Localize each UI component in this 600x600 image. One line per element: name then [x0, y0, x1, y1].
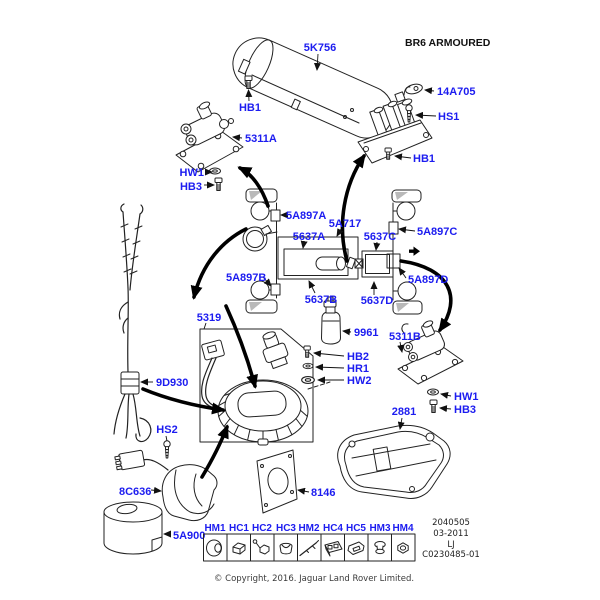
block-clip-icon — [324, 541, 343, 557]
bottle-9961-drawing — [321, 296, 341, 345]
screw-hs2-drawing — [163, 440, 171, 459]
callout-hw1-rear[interactable]: HW1 — [454, 391, 478, 403]
strip-label-hc3[interactable]: HC3 — [276, 523, 296, 534]
cap-clip-icon — [279, 542, 293, 555]
callout-5637a[interactable]: 5637A — [293, 231, 325, 243]
mount-5a897b-drawing — [270, 283, 281, 296]
harness-9d930-drawing — [113, 203, 152, 443]
direction-arrow-icon — [409, 246, 420, 256]
strip-label-hc2[interactable]: HC2 — [252, 523, 272, 534]
mushroom-grommet-icon — [374, 541, 386, 555]
callout-5a897b[interactable]: 5A897B — [226, 272, 266, 284]
bolt-hb3-front-drawing — [214, 177, 223, 191]
callout-14a705[interactable]: 14A705 — [437, 86, 476, 98]
callout-hb1-right[interactable]: HB1 — [413, 153, 435, 165]
callout-5a897d[interactable]: 5A897D — [408, 274, 448, 286]
callout-5a897a[interactable]: 5A897A — [286, 210, 326, 222]
version-block: 2040505 03-2011 LJ C0230485-01 — [422, 518, 480, 560]
version-date: 03-2011 — [433, 529, 469, 539]
bracket-14a705-drawing — [403, 83, 423, 96]
washer-hr1-drawing — [302, 362, 314, 370]
stud-clip-icon — [252, 539, 270, 555]
callout-hb3-front[interactable]: HB3 — [180, 181, 202, 193]
callout-5a897c[interactable]: 5A897C — [417, 226, 457, 238]
clip-icon — [232, 542, 246, 555]
callout-8146[interactable]: 8146 — [311, 487, 335, 499]
callout-5637c[interactable]: 5637C — [364, 231, 396, 243]
callout-2881[interactable]: 2881 — [392, 406, 416, 418]
version-code: LJ — [447, 540, 454, 550]
washer-hw2-drawing — [301, 375, 315, 385]
callout-9d930[interactable]: 9D930 — [156, 377, 188, 389]
callout-5311b[interactable]: 5311B — [389, 331, 421, 343]
version-part-number: 2040505 — [432, 518, 470, 528]
callout-5319[interactable]: 5319 — [197, 312, 221, 324]
callout-5637b[interactable]: 5637B — [305, 294, 337, 306]
leader-lines — [140, 53, 452, 538]
mount-5a897c-drawing — [388, 221, 399, 235]
washer-hw1-front-drawing — [209, 167, 221, 175]
callout-9961[interactable]: 9961 — [354, 327, 378, 339]
bracket-8c636-drawing — [114, 449, 218, 522]
callout-hs1[interactable]: HS1 — [438, 111, 459, 123]
bolt-hb3-rear-drawing — [429, 399, 438, 413]
plate-8146-drawing — [256, 449, 298, 514]
version-drawing-number: C0230485-01 — [422, 550, 480, 560]
mount-5a897a-drawing — [270, 209, 281, 222]
edge-clip-icon — [347, 541, 365, 555]
callout-hw1-front[interactable]: HW1 — [180, 167, 204, 179]
valve-assembly-5311a-drawing — [175, 101, 244, 173]
strip-label-hc4[interactable]: HC4 — [323, 523, 343, 534]
strip-label-hm2[interactable]: HM2 — [298, 523, 320, 534]
callout-hs2[interactable]: HS2 — [156, 424, 177, 436]
kit-box-5319-drawing — [199, 328, 331, 446]
grommet-icon — [206, 539, 222, 557]
strip-label-hc1[interactable]: HC1 — [229, 523, 249, 534]
callout-hb3-rear[interactable]: HB3 — [454, 404, 476, 416]
copyright-text: © Copyright, 2016. Jaguar Land Rover Lim… — [214, 574, 414, 584]
strip-label-hm3[interactable]: HM3 — [369, 523, 391, 534]
callout-hw2[interactable]: HW2 — [347, 375, 371, 387]
bolt-hb2-drawing — [303, 345, 311, 358]
pan-2881-drawing — [337, 424, 451, 499]
strip-label-hm4[interactable]: HM4 — [392, 523, 414, 534]
tank-pump-unit-drawing — [357, 91, 433, 164]
cable-tie-icon — [299, 540, 319, 557]
callout-5a900[interactable]: 5A900 — [173, 530, 205, 542]
canister-5a900-drawing — [103, 501, 163, 555]
strip-label-hc5[interactable]: HC5 — [346, 523, 366, 534]
callout-5k756[interactable]: 5K756 — [304, 42, 336, 54]
callout-5637d[interactable]: 5637D — [361, 295, 393, 307]
washer-hw1-rear-drawing — [427, 388, 439, 396]
nut-icon — [397, 542, 409, 554]
callout-hb2[interactable]: HB2 — [347, 351, 369, 363]
callout-hb1-left[interactable]: HB1 — [239, 102, 261, 114]
callout-8c636[interactable]: 8C636 — [119, 486, 151, 498]
armoured-note: BR6 ARMOURED — [405, 37, 491, 49]
hardware-strip: HM1 HC1 HC2 HC3 HM2 HC4 HC5 HM3 HM4 — [203, 523, 416, 562]
callout-5311a[interactable]: 5311A — [245, 133, 277, 145]
callout-5a717[interactable]: 5A717 — [329, 218, 361, 230]
callout-hr1[interactable]: HR1 — [347, 363, 369, 375]
strip-label-hm1[interactable]: HM1 — [204, 523, 226, 534]
flow-arrows — [141, 153, 453, 479]
valve-assembly-5311b-drawing — [397, 320, 464, 385]
